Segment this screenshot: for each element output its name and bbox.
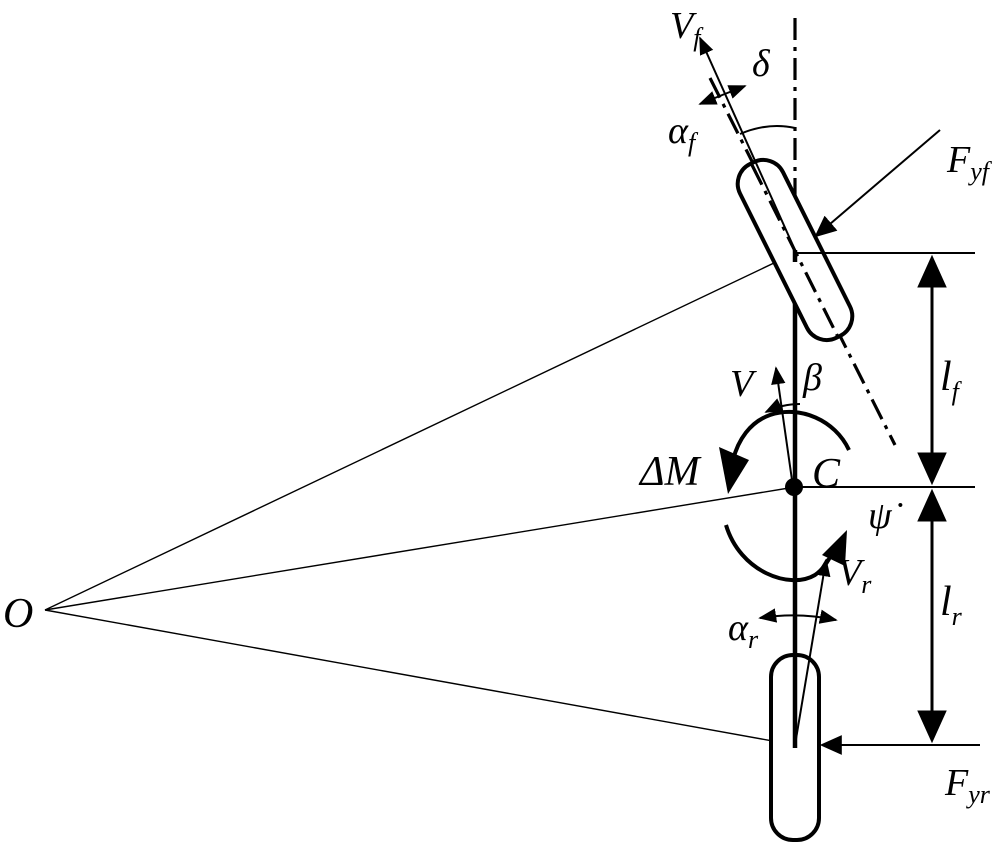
label-f-yf-main: F xyxy=(946,139,971,181)
label-l-f-main: l xyxy=(940,354,952,400)
ray-o-to-rear-axle xyxy=(44,609,796,746)
label-f-yr-main: F xyxy=(944,762,969,804)
cg-velocity-arrow xyxy=(771,366,794,488)
label-alpha-f: αf xyxy=(668,110,699,157)
label-f-yf-sub: yf xyxy=(967,157,993,186)
label-delta: δ xyxy=(752,43,771,85)
label-alpha-r-main: α xyxy=(728,607,749,649)
label-c: C xyxy=(812,451,841,497)
ray-o-to-cg xyxy=(44,486,796,611)
label-l-r-main: l xyxy=(940,579,952,625)
label-l-r-sub: r xyxy=(952,602,963,631)
label-v-r-main: V xyxy=(838,552,865,594)
label-v: V xyxy=(730,363,757,405)
yaw-moment-arrowhead xyxy=(719,447,749,494)
front-slip-angle-arc xyxy=(698,85,747,105)
label-f-yr-sub: yr xyxy=(965,780,991,809)
label-psi-dot: ψ̇ xyxy=(868,495,903,537)
label-l-r: lr xyxy=(940,579,963,631)
label-v-r-sub: r xyxy=(861,570,872,599)
label-alpha-f-main: α xyxy=(668,110,689,152)
label-o: O xyxy=(3,591,33,637)
front-lateral-force-arrow xyxy=(814,129,941,238)
front-velocity-arrow xyxy=(699,36,796,251)
center-of-gravity xyxy=(785,478,803,496)
rear-slip-angle-arc xyxy=(758,608,838,624)
yaw-moment-arc xyxy=(731,409,851,461)
label-f-yr: Fyr xyxy=(944,762,991,809)
label-v-f: Vf xyxy=(670,5,704,52)
label-alpha-r: αr xyxy=(728,607,759,654)
yaw-rate-arrowhead xyxy=(822,530,847,566)
label-v-f-main: V xyxy=(670,5,697,47)
sideslip-angle-arc xyxy=(764,398,801,413)
rear-velocity-arrow xyxy=(794,558,831,746)
yaw-rate-arc xyxy=(724,524,834,583)
label-l-f-sub: f xyxy=(952,377,963,406)
label-f-yf: Fyf xyxy=(946,139,993,186)
label-delta-m: ΔM xyxy=(638,449,702,495)
ray-o-to-front-axle xyxy=(44,252,796,611)
label-beta: β xyxy=(802,357,822,399)
label-alpha-f-sub: f xyxy=(688,128,699,157)
label-v-r: Vr xyxy=(838,552,872,599)
label-alpha-r-sub: r xyxy=(748,625,759,654)
label-v-f-sub: f xyxy=(693,23,704,52)
label-l-f: lf xyxy=(940,354,963,406)
steer-angle-arc xyxy=(739,125,796,135)
